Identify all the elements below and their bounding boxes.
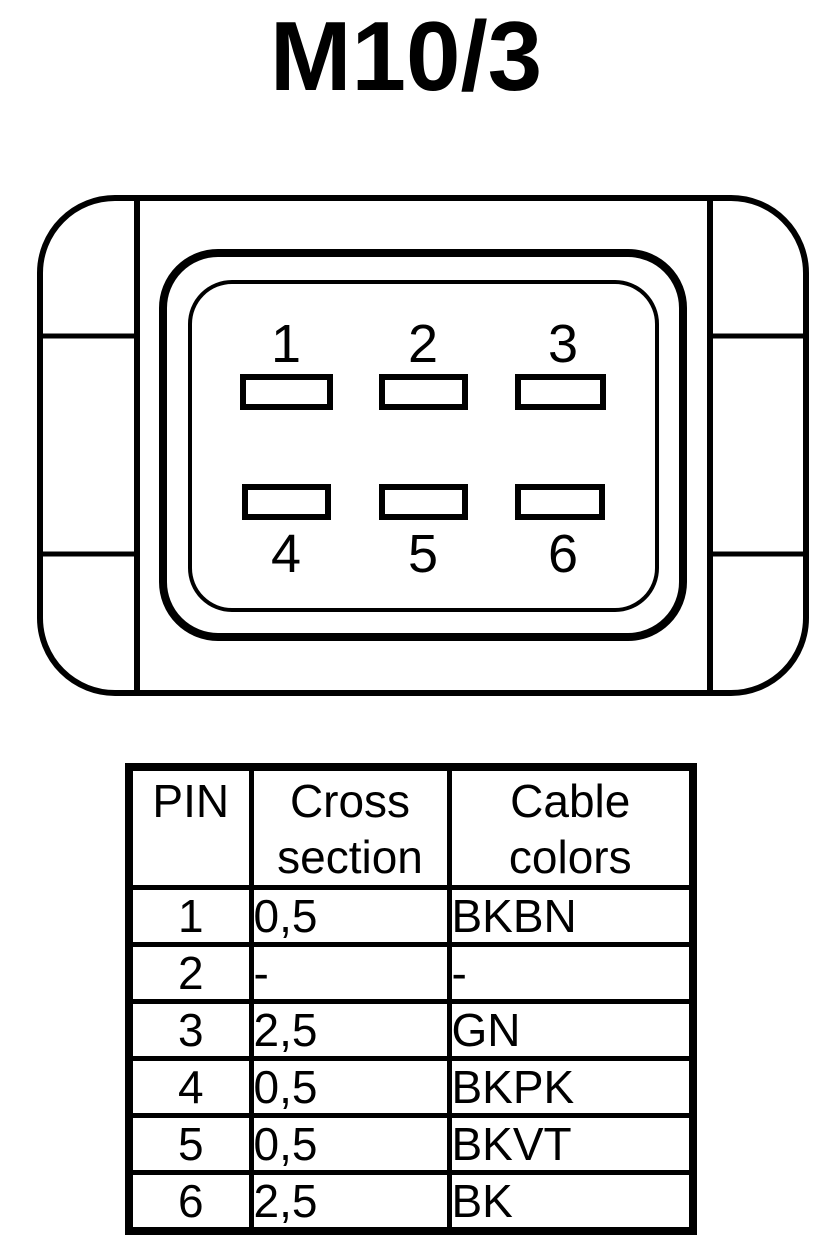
pin-slot-4 <box>242 484 331 520</box>
cable-color-cell: BKPK <box>446 1056 696 1118</box>
cross-section-cell: - <box>248 942 452 1004</box>
pin-slot-5 <box>379 484 468 520</box>
connector-outer-housing <box>37 195 809 696</box>
pin-cell: 5 <box>126 1113 254 1175</box>
pin-number-5: 5 <box>408 524 438 584</box>
pin-cell: 6 <box>126 1170 254 1234</box>
connector-middle-shroud <box>159 249 687 641</box>
table-row: 3 2,5 GN <box>126 999 696 1061</box>
pin-slot-2 <box>379 374 468 410</box>
table-header-row: PIN Cross section Cable colors <box>126 764 696 890</box>
connector-inner-cavity <box>188 280 659 612</box>
cable-color-cell: BKVT <box>446 1113 696 1175</box>
table-row: 6 2,5 BK <box>126 1170 696 1234</box>
pin-slot-3 <box>515 374 606 410</box>
cross-section-cell: 2,5 <box>248 999 452 1061</box>
pin-assignment-table: PIN Cross section Cable colors 1 0,5 BKB… <box>125 763 697 1235</box>
pin-cell: 2 <box>126 942 254 1004</box>
table-row: 2 - - <box>126 942 696 1004</box>
table-row: 5 0,5 BKVT <box>126 1113 696 1175</box>
pin-slot-6 <box>515 484 605 520</box>
pin-cell: 4 <box>126 1056 254 1118</box>
cable-color-cell: GN <box>446 999 696 1061</box>
pin-number-2: 2 <box>408 314 438 374</box>
page-title: M10/3 <box>269 1 543 111</box>
header-cross-section: Cross section <box>248 764 452 890</box>
pin-number-1: 1 <box>271 314 301 374</box>
table-row: 4 0,5 BKPK <box>126 1056 696 1118</box>
cable-color-cell: BK <box>446 1170 696 1234</box>
cross-section-cell: 0,5 <box>248 1113 452 1175</box>
pin-number-4: 4 <box>271 524 301 584</box>
cross-section-cell: 2,5 <box>248 1170 452 1234</box>
header-cable-colors: Cable colors <box>446 764 696 890</box>
table-row: 1 0,5 BKBN <box>126 885 696 947</box>
header-pin: PIN <box>126 764 254 890</box>
cross-section-cell: 0,5 <box>248 1056 452 1118</box>
pin-cell: 1 <box>126 885 254 947</box>
pin-slot-1 <box>240 374 333 410</box>
pin-number-3: 3 <box>548 314 578 374</box>
connector-diagram: 1 2 3 4 5 6 <box>37 195 809 696</box>
pin-number-6: 6 <box>548 524 578 584</box>
cable-color-cell: - <box>446 942 696 1004</box>
cable-color-cell: BKBN <box>446 885 696 947</box>
pin-cell: 3 <box>126 999 254 1061</box>
cross-section-cell: 0,5 <box>248 885 452 947</box>
